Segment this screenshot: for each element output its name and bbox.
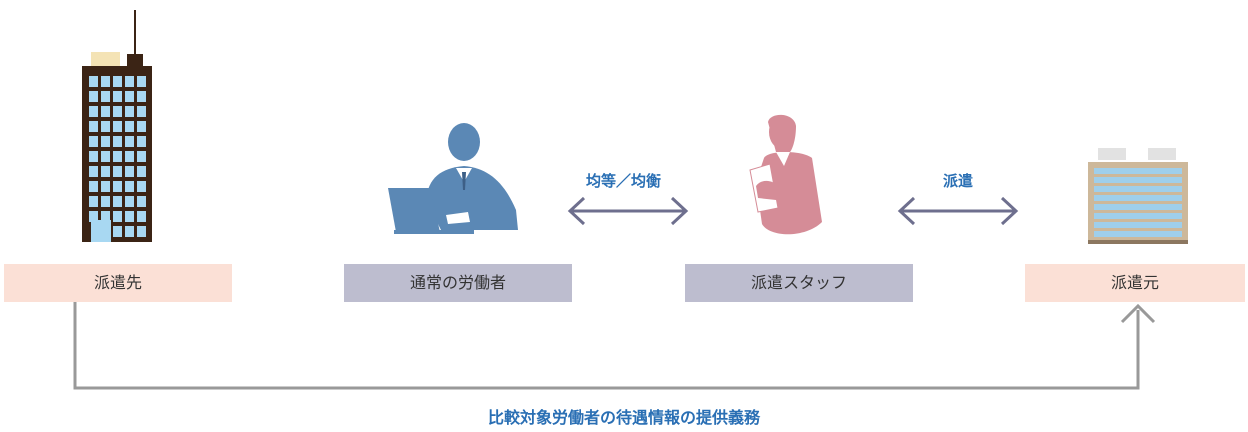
label-equal-balance: 均等／均衡 (586, 172, 662, 190)
dispatch-staff-icon (749, 114, 822, 235)
box-dispatch-destination: 派遣先 (4, 264, 232, 302)
box-dispatch-staff: 派遣スタッフ (685, 264, 913, 302)
label-dispatch: 派遣 (943, 172, 974, 190)
box-dispatch-source: 派遣元 (1025, 264, 1245, 302)
office-building-icon (1088, 148, 1188, 244)
box-regular-worker: 通常の労働者 (344, 264, 572, 302)
office-worker-icon (388, 123, 518, 234)
double-arrow-dispatch (897, 196, 1019, 226)
bottom-caption: 比較対象労働者の待遇情報の提供義務 (487, 408, 760, 427)
double-arrow-equal-balance (567, 196, 689, 226)
tall-building-icon (82, 10, 152, 242)
